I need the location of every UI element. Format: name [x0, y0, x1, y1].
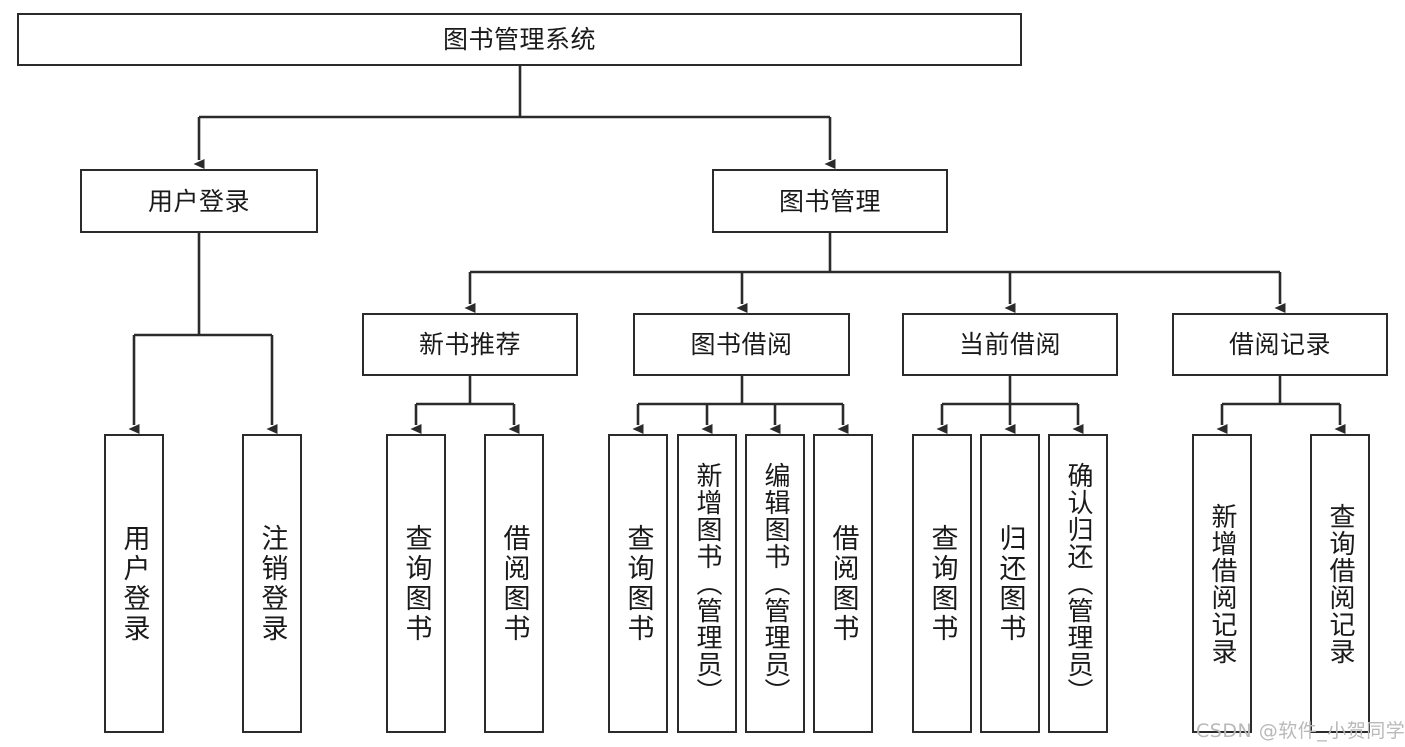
leaf-borrow-record-add[interactable]: 新增借阅记录 — [1192, 434, 1252, 733]
node-label: 图书管理 — [778, 186, 881, 216]
leaf-new-book-query[interactable]: 查询图书 — [386, 434, 446, 733]
leaf-book-borrow-edit[interactable]: 编辑图书（管理员） — [745, 434, 805, 733]
leaf-new-book-borrow[interactable]: 借阅图书 — [484, 434, 544, 733]
node-label: 新增借阅记录 — [1207, 502, 1237, 665]
node-label: 新增图书（管理员） — [692, 462, 722, 705]
leaf-book-borrow-borrow[interactable]: 借阅图书 — [813, 434, 873, 733]
leaf-current-borrow-return[interactable]: 归还图书 — [980, 434, 1040, 733]
node-label: 借阅记录 — [1228, 330, 1331, 359]
node-label: 确认归还（管理员） — [1063, 462, 1093, 705]
node-book-borrow[interactable]: 图书借阅 — [633, 313, 850, 376]
node-borrow-record[interactable]: 借阅记录 — [1172, 313, 1388, 376]
node-label: 编辑图书（管理员） — [760, 462, 790, 705]
leaf-current-borrow-query[interactable]: 查询图书 — [912, 434, 972, 733]
node-label: 图书借阅 — [690, 330, 793, 359]
node-label: 用户登录 — [118, 523, 150, 644]
node-label: 借阅图书 — [498, 523, 530, 644]
node-label: 查询图书 — [400, 523, 432, 644]
node-label: 新书推荐 — [418, 330, 521, 359]
leaf-current-borrow-confirm-return[interactable]: 确认归还（管理员） — [1048, 434, 1108, 733]
leaf-borrow-record-query[interactable]: 查询借阅记录 — [1310, 434, 1370, 733]
node-new-book-recommend[interactable]: 新书推荐 — [362, 313, 578, 376]
node-root-system[interactable]: 图书管理系统 — [17, 13, 1022, 66]
node-label: 归还图书 — [994, 523, 1026, 644]
node-current-borrow[interactable]: 当前借阅 — [902, 313, 1118, 376]
node-label: 查询图书 — [926, 523, 958, 644]
node-label: 查询借阅记录 — [1325, 502, 1355, 665]
node-book-management[interactable]: 图书管理 — [712, 169, 948, 233]
node-label: 注销登录 — [256, 523, 288, 644]
node-label: 用户登录 — [147, 186, 250, 216]
leaf-book-borrow-add[interactable]: 新增图书（管理员） — [677, 434, 737, 733]
node-label: 借阅图书 — [827, 523, 859, 644]
node-label: 图书管理系统 — [442, 25, 596, 54]
leaf-user-login-login[interactable]: 用户登录 — [104, 434, 164, 733]
node-label: 当前借阅 — [958, 330, 1061, 359]
node-label: 查询图书 — [622, 523, 654, 644]
leaf-book-borrow-query[interactable]: 查询图书 — [608, 434, 668, 733]
node-user-login[interactable]: 用户登录 — [80, 169, 318, 233]
csdn-watermark: CSDN @软件_小贺同学 — [1196, 720, 1405, 742]
leaf-user-login-logout[interactable]: 注销登录 — [242, 434, 302, 733]
